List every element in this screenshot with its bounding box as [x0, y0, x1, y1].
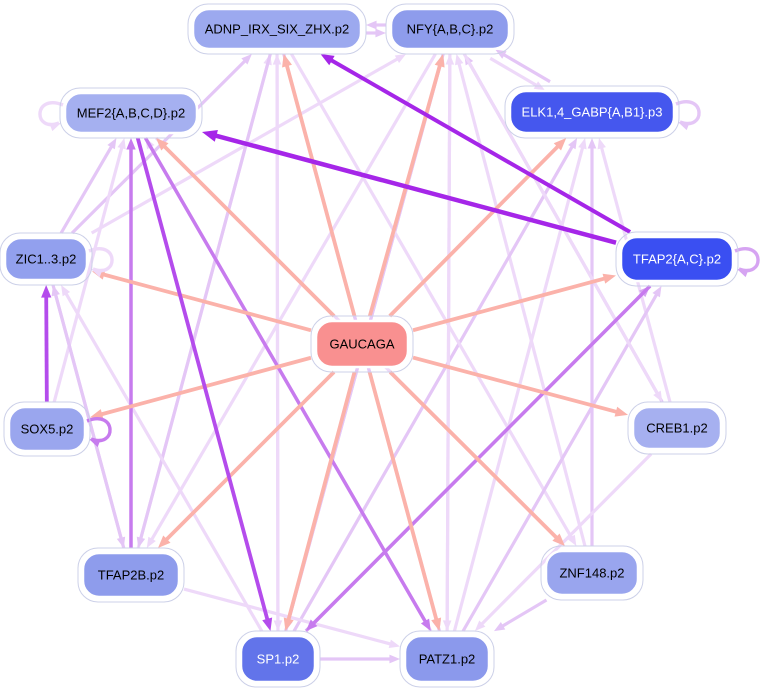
edge-gaucaga-creb1: gaucaga → creb1	[412, 355, 628, 417]
edge-zic1-adnp: zic1 → adnp	[70, 54, 252, 235]
edge-sox5-mef2: sox5 → mef2	[52, 138, 126, 403]
edge-sp1-patz1: sp1 → patz1	[320, 654, 400, 664]
edge-sp1-elk1: sp1 → elk1	[292, 138, 578, 632]
edge-tfap2-adnp: tfap2 → adnp	[320, 54, 632, 234]
edge-patz1-tfap2: patz1 → tfap2	[461, 286, 662, 632]
edge-mef2-sp1: mef2 → sp1	[135, 137, 273, 631]
edge-creb1-patz1: creb1 → patz1	[474, 452, 653, 631]
node-tfap2[interactable]: TFAP2{A,C}.p2	[615, 231, 739, 287]
edge-tfap2-sp1: tfap2 → sp1	[305, 284, 652, 631]
edge-mef2-patz1: mef2 → patz1	[143, 137, 431, 631]
edge-sox5-zic1: sox5 → zic1	[41, 285, 52, 403]
self-loop-sox5	[86, 417, 112, 448]
self-loop-layer	[38, 100, 760, 448]
self-loop-elk1	[675, 100, 701, 131]
edge-gaucaga-patz1: gaucaga → patz1	[367, 371, 442, 631]
edge-tfap2b-mef2: tfap2b → mef2	[126, 138, 136, 548]
node-gaucaga[interactable]: GAUCAGA	[310, 315, 414, 373]
edge-gaucaga-nfy: gaucaga → nfy	[367, 54, 445, 317]
edge-nfy-adnp: nfy → adnp	[366, 20, 386, 30]
edge-gaucaga-sp1: gaucaga → sp1	[283, 371, 357, 631]
edge-sp1-zic1: sp1 → zic1	[61, 285, 264, 632]
edge-gaucaga-znf148: gaucaga → znf148	[388, 370, 565, 546]
node-mef2[interactable]: MEF2{A,B,C,D}.p2	[59, 87, 203, 139]
node-sox5[interactable]: SOX5.p2	[3, 401, 91, 457]
node-patz1[interactable]: PATZ1.p2	[399, 630, 495, 688]
node-sp1[interactable]: SP1.p2	[235, 630, 321, 688]
edge-gaucaga-tfap2: gaucaga → tfap2	[412, 273, 616, 333]
edge-gaucaga-tfap2b: gaucaga → tfap2b	[158, 370, 336, 548]
node-creb1[interactable]: CREB1.p2	[627, 401, 727, 455]
edge-nfy-creb1: nfy → creb1	[462, 53, 663, 402]
edge-zic1-mef2: zic1 → mef2	[59, 138, 117, 234]
self-loop-tfap2	[734, 247, 760, 278]
self-loop-zic1	[88, 247, 114, 278]
edge-znf148-patz1: znf148 → patz1	[494, 598, 548, 632]
node-tfap2b[interactable]: TFAP2B.p2	[77, 547, 185, 603]
node-nfy[interactable]: NFY{A,B,C}.p2	[385, 3, 515, 55]
edge-tfap2-mef2: tfap2 → mef2	[202, 129, 617, 245]
node-adnp[interactable]: ADNP_IRX_SIX_ZHX.p2	[187, 3, 367, 55]
node-znf148[interactable]: ZNF148.p2	[540, 545, 644, 601]
self-loop-mef2	[38, 101, 64, 132]
edge-nfy-patz1: nfy → patz1	[442, 53, 452, 631]
edge-gaucaga-adnp: gaucaga → adnp	[282, 54, 357, 317]
node-zic1[interactable]: ZIC1..3.p2	[0, 232, 93, 286]
edge-gaucaga-mef2: gaucaga → mef2	[156, 138, 336, 318]
edge-adnp-znf148: adnp → znf148	[290, 53, 577, 546]
node-elk1[interactable]: ELK1,4_GABP{A,B1}.p3	[504, 85, 680, 139]
edge-gaucaga-elk1: gaucaga → elk1	[388, 138, 567, 318]
edge-nfy-tfap2b: nfy → tfap2b	[146, 53, 437, 548]
edge-adnp-nfy: adnp → nfy	[366, 28, 386, 38]
edge-adnp-sp1: adnp → sp1	[273, 53, 283, 631]
edge-znf148-elk1: znf148 → elk1	[587, 138, 597, 546]
